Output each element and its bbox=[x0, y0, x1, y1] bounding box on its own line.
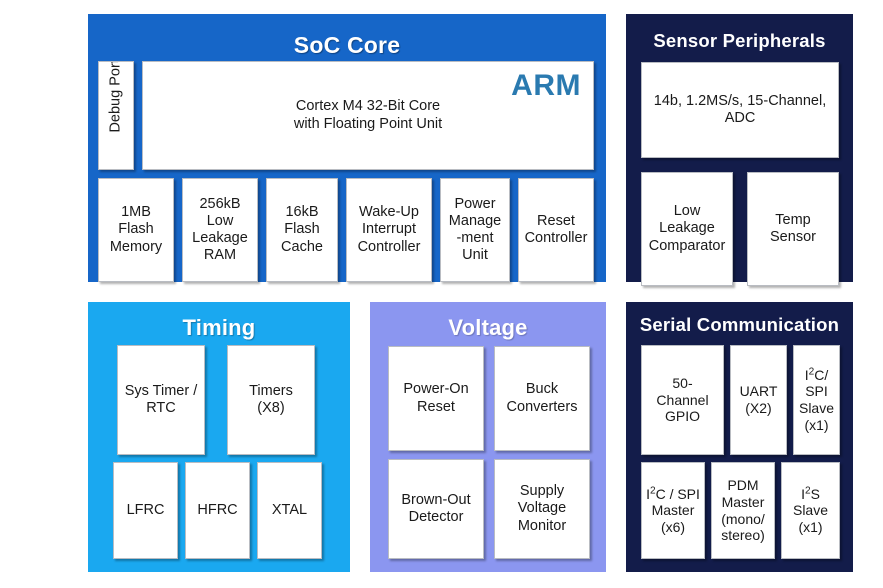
arm-logo: ARM bbox=[511, 69, 581, 102]
block-lfrc-label: LFRC bbox=[126, 501, 165, 518]
panel-title-voltage: Voltage bbox=[448, 315, 528, 340]
block-temp-sensor-label: Temp Sensor bbox=[770, 211, 816, 245]
block-i2c-spi-master[interactable]: I2C / SPI Master (x6) bbox=[641, 462, 705, 559]
block-uart-label: UART (X2) bbox=[739, 383, 778, 416]
block-cortex-m4-core-label: Cortex M4 32-Bit Core with Floating Poin… bbox=[293, 98, 443, 132]
block-debug-port[interactable]: Debug Port bbox=[98, 61, 134, 170]
block-low-leakage-comparator[interactable]: Low Leakage Comparator bbox=[641, 172, 733, 286]
block-pdm-master[interactable]: PDM Master (mono/ stereo) bbox=[711, 462, 775, 559]
panel-title-timing: Timing bbox=[182, 315, 256, 340]
block-power-on-reset[interactable]: Power-On Reset bbox=[388, 346, 484, 451]
block-gpio-label: 50- Channel GPIO bbox=[656, 375, 709, 425]
block-hfrc-label: HFRC bbox=[197, 501, 238, 518]
block-hfrc[interactable]: HFRC bbox=[185, 462, 250, 559]
block-i2s-slave-label: I2S Slave (x1) bbox=[792, 485, 829, 535]
block-power-on-reset-label: Power-On Reset bbox=[403, 381, 469, 415]
block-wake-up-interrupt-controller-label: Wake-Up Interrupt Controller bbox=[357, 204, 421, 255]
panel-title-sensor-peripherals: Sensor Peripherals bbox=[653, 30, 826, 51]
block-low-leakage-ram[interactable]: 256kB Low Leakage RAM bbox=[182, 178, 258, 282]
panel-sensor-peripherals: Sensor Peripherals 14b, 1.2MS/s, 15-Chan… bbox=[626, 14, 853, 286]
block-gpio[interactable]: 50- Channel GPIO bbox=[641, 345, 724, 455]
block-flash-memory[interactable]: 1MB Flash Memory bbox=[98, 178, 174, 282]
block-uart[interactable]: UART (X2) bbox=[730, 345, 787, 455]
block-i2c-spi-slave[interactable]: I2C/ SPI Slave (x1) bbox=[793, 345, 840, 455]
block-i2c-spi-slave-label: I2C/ SPI Slave (x1) bbox=[798, 366, 835, 433]
panel-timing: Timing Sys Timer / RTC Timers (X8) LFRC … bbox=[88, 302, 350, 572]
block-i2c-spi-master-label: I2C / SPI Master (x6) bbox=[646, 485, 700, 535]
panel-voltage: Voltage Power-On Reset Buck Converters B… bbox=[370, 302, 606, 572]
panel-soc-core: SoC Core Debug Port Cortex M4 32-Bit Cor… bbox=[88, 14, 606, 282]
block-power-management-unit-label: Power Manage -ment Unit bbox=[448, 195, 502, 264]
block-brown-out-detector[interactable]: Brown-Out Detector bbox=[388, 459, 484, 559]
panel-serial-communication: Serial Communication 50- Channel GPIO UA… bbox=[626, 302, 853, 572]
block-sys-timer-rtc[interactable]: Sys Timer / RTC bbox=[117, 345, 205, 455]
block-lfrc[interactable]: LFRC bbox=[113, 462, 178, 559]
block-supply-voltage-monitor[interactable]: Supply Voltage Monitor bbox=[494, 459, 590, 559]
block-sys-timer-rtc-label: Sys Timer / RTC bbox=[124, 382, 198, 416]
block-brown-out-detector-label: Brown-Out Detector bbox=[401, 491, 471, 525]
block-supply-voltage-monitor-label: Supply Voltage Monitor bbox=[517, 483, 567, 534]
block-flash-cache-label: 16kB Flash Cache bbox=[281, 204, 323, 255]
block-debug-port-label: Debug Port bbox=[107, 61, 124, 133]
block-adc-label: 14b, 1.2MS/s, 15-Channel, ADC bbox=[653, 92, 827, 126]
block-cortex-m4-core[interactable]: Cortex M4 32-Bit Core with Floating Poin… bbox=[142, 61, 594, 170]
block-low-leakage-comparator-label: Low Leakage Comparator bbox=[648, 203, 726, 254]
block-wake-up-interrupt-controller[interactable]: Wake-Up Interrupt Controller bbox=[346, 178, 432, 282]
block-buck-converters[interactable]: Buck Converters bbox=[494, 346, 590, 451]
block-flash-memory-label: 1MB Flash Memory bbox=[109, 204, 163, 255]
block-temp-sensor[interactable]: Temp Sensor bbox=[747, 172, 839, 286]
block-reset-controller[interactable]: Reset Controller bbox=[518, 178, 594, 282]
block-buck-converters-label: Buck Converters bbox=[506, 381, 578, 415]
block-timers[interactable]: Timers (X8) bbox=[227, 345, 315, 455]
block-low-leakage-ram-label: 256kB Low Leakage RAM bbox=[192, 195, 248, 264]
block-power-management-unit[interactable]: Power Manage -ment Unit bbox=[440, 178, 510, 282]
block-xtal-label: XTAL bbox=[271, 501, 308, 518]
panel-title-soc-core: SoC Core bbox=[293, 32, 401, 58]
block-adc[interactable]: 14b, 1.2MS/s, 15-Channel, ADC bbox=[641, 62, 839, 158]
block-flash-cache[interactable]: 16kB Flash Cache bbox=[266, 178, 338, 282]
block-timers-label: Timers (X8) bbox=[249, 382, 293, 416]
panel-title-serial-communication: Serial Communication bbox=[639, 314, 840, 335]
block-i2s-slave[interactable]: I2S Slave (x1) bbox=[781, 462, 840, 559]
block-pdm-master-label: PDM Master (mono/ stereo) bbox=[721, 477, 765, 544]
block-reset-controller-label: Reset Controller bbox=[524, 212, 588, 246]
block-xtal[interactable]: XTAL bbox=[257, 462, 322, 559]
